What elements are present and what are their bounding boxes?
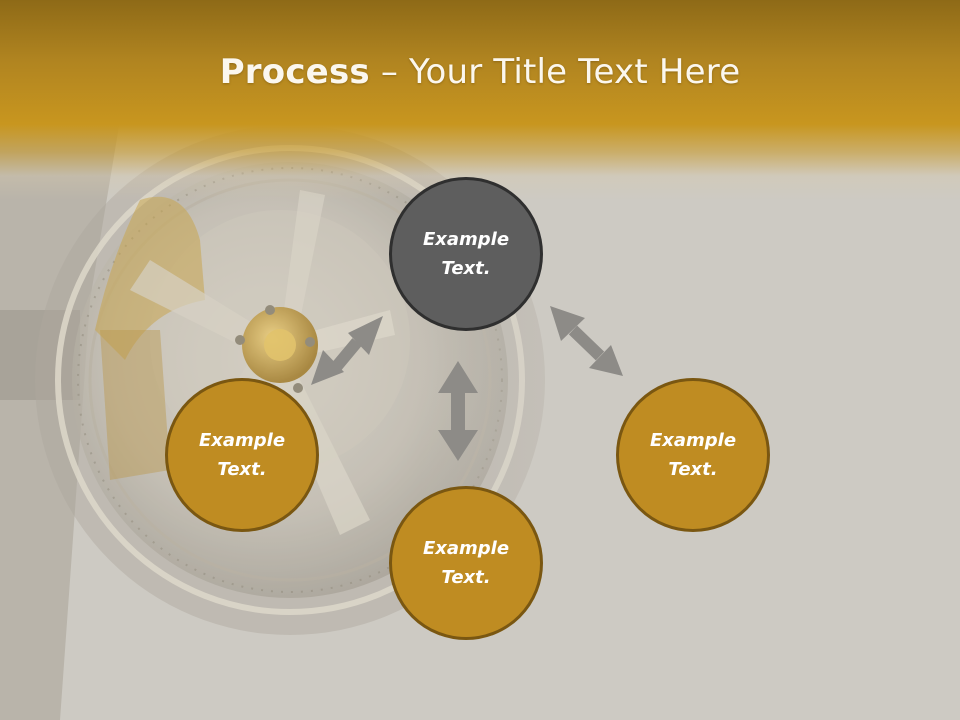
process-node-bottom-label: Example Text. — [422, 538, 510, 588]
slide-title[interactable]: Process – Your Title Text Here — [0, 52, 960, 92]
process-node-right-label: Example Text. — [649, 430, 737, 480]
process-node-top-label: Example Text. — [422, 229, 510, 279]
double-arrow-top-left — [311, 316, 383, 385]
title-rest-text: – Your Title Text Here — [369, 52, 741, 92]
process-node-top[interactable]: Example Text. — [389, 177, 543, 331]
process-node-bottom[interactable]: Example Text. — [389, 486, 543, 640]
process-node-left-label: Example Text. — [198, 430, 286, 480]
double-arrow-top-right — [550, 306, 623, 376]
title-bold-text: Process — [219, 52, 370, 92]
process-node-left[interactable]: Example Text. — [165, 378, 319, 532]
process-node-right[interactable]: Example Text. — [616, 378, 770, 532]
title-banner — [0, 0, 960, 200]
double-arrow-top-bottom — [438, 361, 478, 461]
